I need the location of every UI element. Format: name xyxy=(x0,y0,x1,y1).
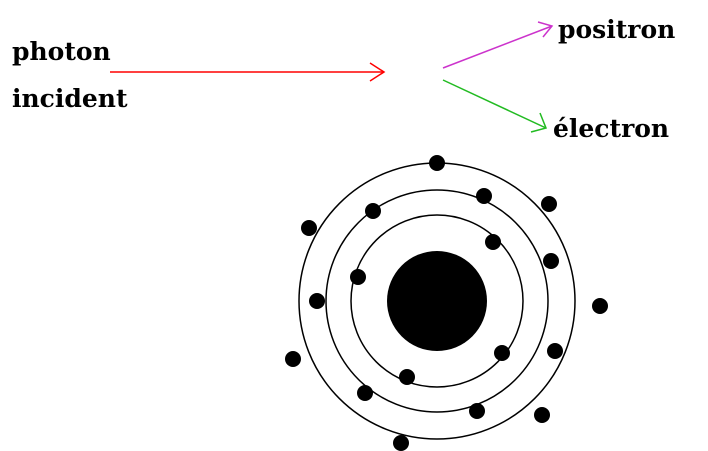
electron-dot xyxy=(476,188,492,204)
electron-dot xyxy=(429,155,445,171)
electron-dot xyxy=(485,234,501,250)
electron-dot xyxy=(285,351,301,367)
positron-label: positron xyxy=(558,15,675,44)
electron-dot xyxy=(399,369,415,385)
electron-dot xyxy=(301,220,317,236)
electron-dot xyxy=(534,407,550,423)
inner-shell-orbit xyxy=(350,214,524,388)
electron-dot xyxy=(592,298,608,314)
electron-dot xyxy=(543,253,559,269)
electron-dot xyxy=(541,196,557,212)
atom xyxy=(285,155,608,451)
electron-arrow xyxy=(442,79,548,133)
incident-label-line2: incident xyxy=(12,84,128,113)
positron-arrow xyxy=(442,21,554,69)
electron-dot xyxy=(547,343,563,359)
incident-label-line1: photon xyxy=(12,37,111,66)
nucleus xyxy=(387,251,487,351)
electron-dot xyxy=(350,269,366,285)
middle-shell-orbit xyxy=(325,189,549,413)
incident-photon-arrow xyxy=(110,62,386,82)
electron-dot xyxy=(357,385,373,401)
electron-dot xyxy=(393,435,409,451)
electron-dot xyxy=(494,345,510,361)
electron-dot xyxy=(309,293,325,309)
electron-label: électron xyxy=(553,114,669,143)
electron-dot xyxy=(469,403,485,419)
electron-dot xyxy=(365,203,381,219)
